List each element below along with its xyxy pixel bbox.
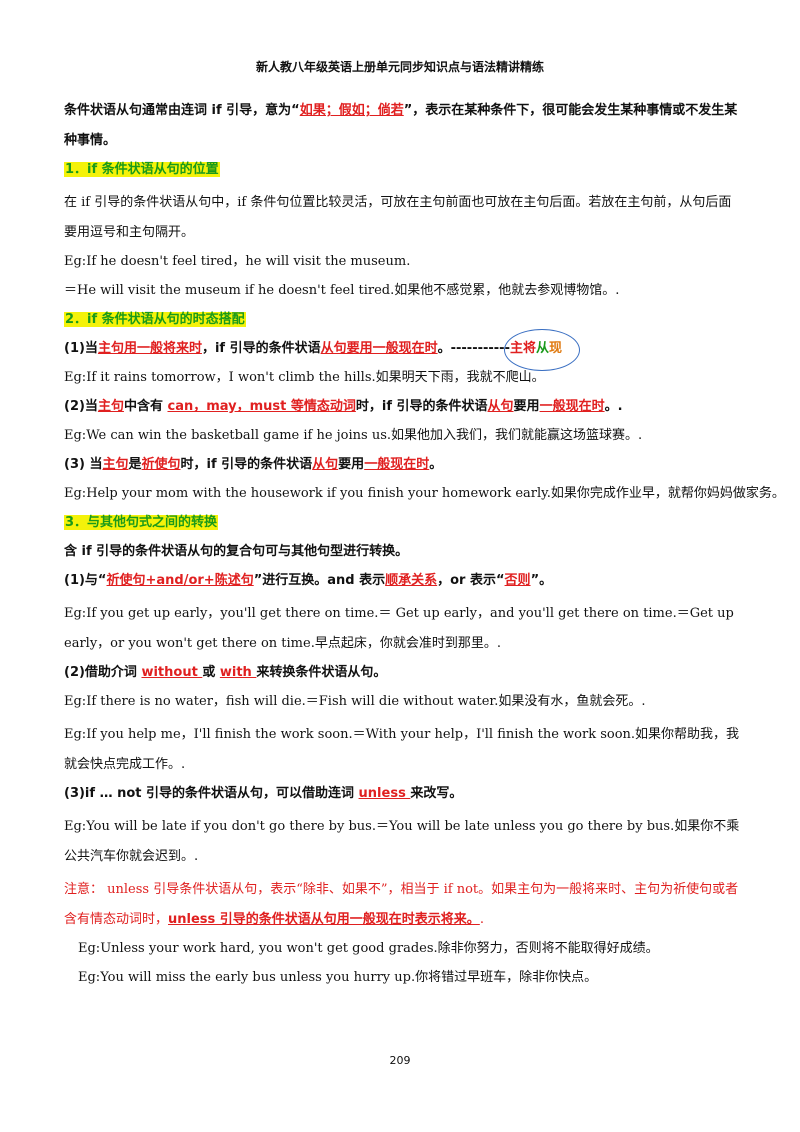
rule-text: 来转换条件状语从句。: [256, 665, 387, 680]
example-line: ＝He will visit the museum if he doesn't …: [64, 283, 620, 298]
rule-2-3: (3) 当主句是祈使句时，if 引导的条件状语从句要用一般现在时。: [64, 454, 740, 476]
rule-highlight: 从句要用一般现在时: [320, 341, 438, 356]
rule-text: (1)与“: [64, 573, 107, 588]
example-line: Eg:If there is no water，fish will die.＝F…: [64, 694, 646, 709]
rule-text: 是: [128, 457, 142, 472]
example-paragraph: Eg:You will be late if you don't go ther…: [64, 819, 740, 864]
note-text: 注意： unless 引导条件状语从句，表示“除非、如果不”，相当于 if no…: [64, 882, 739, 927]
example-line: Eg:You will miss the early bus unless yo…: [78, 970, 598, 985]
section-1-title: 1．if 条件状语从句的位置: [64, 162, 220, 177]
intro-meaning: 如果；假如；倘若: [299, 103, 404, 118]
rule-text: 或: [202, 665, 220, 680]
section-2-title: 2．if 条件状语从句的时态搭配: [64, 312, 246, 327]
example-paragraph: Eg:If you help me，I'll finish the work s…: [64, 727, 740, 772]
section-3-title: 3．与其他句式之间的转换: [64, 515, 219, 530]
rule-text: (2)借助介词: [64, 665, 142, 680]
rule-text: 。.: [604, 399, 623, 414]
rule-2-1: (1)当主句用一般将来时，if 引导的条件状语从句要用一般现在时。-------…: [64, 329, 740, 371]
intro-paragraph: 条件状语从句通常由连词 if 引导，意为“如果；假如；倘若”，表示在某种条件下，…: [64, 96, 740, 156]
note-paragraph: 注意： unless 引导条件状语从句，表示“除非、如果不”，相当于 if no…: [64, 875, 740, 935]
rule-3-3: (3)if … not 引导的条件状语从句，可以借助连词 unless 来改写。: [64, 783, 740, 805]
rule-text: (3) 当: [64, 457, 103, 472]
rule-text: 。: [429, 457, 443, 472]
rule-text: ”进行互换。and 表示: [253, 573, 386, 588]
note-text: .: [479, 912, 484, 927]
rule-text: ”。: [530, 573, 553, 588]
example-paragraph: Eg:If you get up early，you'll get there …: [64, 606, 734, 651]
rule-3-1: (1)与“祈使句+and/or+陈述句”进行互换。and 表示顺承关系，or 表…: [64, 570, 740, 592]
example-line: Eg:Help your mom with the housework if y…: [64, 486, 785, 501]
page-header: 新人教八年级英语上册单元同步知识点与语法精讲精练: [255, 60, 544, 74]
section-1-heading: 1．if 条件状语从句的位置: [64, 159, 740, 181]
rule-highlight: 主句用一般将来时: [97, 341, 202, 356]
example-line: Eg:If it rains tomorrow，I won't climb th…: [64, 370, 545, 385]
rule-text: ，if 引导的条件状语: [201, 341, 321, 356]
rule-highlight: 从句: [487, 399, 514, 414]
section-1-paragraph: 在 if 引导的条件状语从句中，if 条件句位置比较灵活，可放在主句前面也可放在…: [64, 195, 732, 240]
rule-2-2: (2)当主句中含有 can，may，must 等情态动词时，if 引导的条件状语…: [64, 396, 740, 418]
rule-highlight: 一般现在时: [364, 457, 430, 472]
rule-highlight: unless: [358, 786, 411, 801]
rule-highlight: can，may，must 等情态动词: [167, 399, 356, 414]
rule-highlight: with: [219, 665, 257, 680]
rule-text: 来改写。: [410, 786, 463, 801]
rule-text: (1)当: [64, 341, 98, 356]
example-line: Eg:We can win the basketball game if he …: [64, 428, 643, 443]
rule-text: ，or 表示“: [437, 573, 505, 588]
blue-oval-annotation: [503, 329, 580, 371]
rule-text: 要用: [513, 399, 540, 414]
rule-highlight: 主句: [102, 457, 129, 472]
rule-text: (3)if … not 引导的条件状语从句，可以借助连词: [64, 786, 359, 801]
rule-text: 时，if 引导的条件状语: [180, 457, 313, 472]
rule-highlight: without: [141, 665, 203, 680]
intro-text-end: ”，表示在某种条件下，很可能会发生某种事情或不发生某种事情。: [64, 103, 738, 148]
intro-text: 条件状语从句通常由连词 if 引导，意为“: [64, 103, 300, 118]
rule-highlight: 顺承关系: [385, 573, 438, 588]
rule-highlight: 否则: [504, 573, 531, 588]
example-line: Eg:Unless your work hard, you won't get …: [78, 941, 659, 956]
rule-highlight: 祈使句+and/or+陈述句: [106, 573, 254, 588]
rule-highlight: 祈使句: [141, 457, 181, 472]
section-3-lead: 含 if 引导的条件状语从句的复合句可与其他句型进行转换。: [64, 544, 409, 559]
rule-text: 中含有: [123, 399, 168, 414]
rule-highlight: 一般现在时: [539, 399, 605, 414]
rule-text: 要用: [338, 457, 365, 472]
section-2-heading: 2．if 条件状语从句的时态搭配: [64, 309, 740, 331]
note-highlight: unless 引导的条件状语从句用一般现在时表示将来。: [168, 912, 480, 927]
section-3-heading: 3．与其他句式之间的转换: [64, 512, 740, 534]
rule-text: (2)当: [64, 399, 98, 414]
page-number: 209: [389, 1054, 411, 1067]
rule-text: 时，if 引导的条件状语: [355, 399, 488, 414]
circled-mnemonic: 主将从现: [503, 329, 580, 371]
rule-highlight: 从句: [312, 457, 339, 472]
example-line: Eg:If he doesn't feel tired，he will visi…: [64, 254, 411, 269]
content: 条件状语从句通常由连词 if 引导，意为“如果；假如；倘若”，表示在某种条件下，…: [64, 96, 785, 996]
rule-3-2: (2)借助介词 without 或 with 来转换条件状语从句。: [64, 662, 740, 684]
rule-highlight: 主句: [97, 399, 124, 414]
rule-text: 。-----------: [437, 341, 510, 356]
